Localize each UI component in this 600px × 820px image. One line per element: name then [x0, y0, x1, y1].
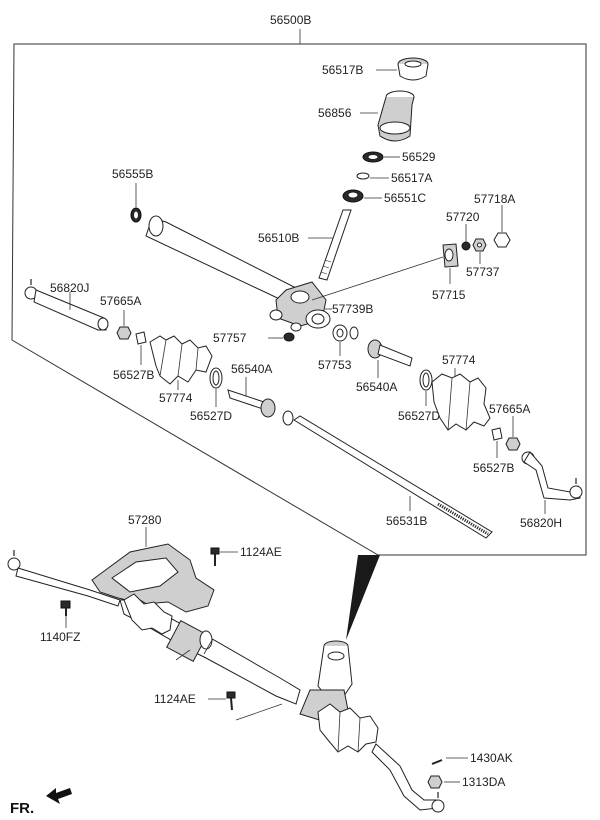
label-57715: 57715	[432, 288, 466, 302]
part-56529	[362, 151, 384, 163]
part-57737	[472, 238, 487, 252]
label-57665A-left: 57665A	[100, 294, 141, 308]
label-56517B: 56517B	[322, 63, 363, 77]
label-1430AK: 1430AK	[470, 751, 513, 765]
part-56540A-right	[367, 339, 413, 367]
label-57753: 57753	[318, 358, 352, 372]
part-56527B-right	[491, 427, 503, 441]
label-56540A-top: 56540A	[231, 362, 272, 376]
front-label: FR.	[10, 800, 34, 817]
part-1124AE-top	[210, 547, 220, 566]
part-57753	[332, 324, 359, 342]
label-56820H: 56820H	[520, 516, 562, 530]
pointer-wedge	[346, 555, 380, 640]
part-57774-left	[149, 335, 213, 385]
assembly-boundary	[11, 29, 587, 556]
part-57280	[91, 543, 215, 613]
part-57774-right	[431, 373, 491, 431]
rack-housing	[145, 215, 331, 332]
label-56555B: 56555B	[112, 167, 153, 181]
assembled-boot-right	[317, 703, 379, 753]
part-1140FZ	[60, 600, 71, 616]
label-56551C: 56551C	[384, 191, 426, 205]
part-57715	[442, 243, 459, 268]
label-56540A-bottom: 56540A	[356, 380, 397, 394]
label-56531B: 56531B	[386, 514, 427, 528]
part-1313DA	[427, 775, 443, 789]
part-56540A-left	[227, 389, 294, 426]
part-57665A-right	[505, 437, 521, 451]
label-57774-right: 57774	[442, 353, 476, 367]
label-57665A-right: 57665A	[489, 402, 530, 416]
part-56820H	[521, 451, 583, 501]
part-56856	[377, 90, 415, 142]
assembled-tie-rod-right	[371, 743, 445, 813]
part-57757	[283, 332, 295, 342]
part-56527B-left	[135, 331, 147, 345]
assembled-rack-housing	[119, 593, 301, 705]
part-57720	[461, 241, 471, 251]
label-56856: 56856	[318, 106, 352, 120]
label-57774-left: 57774	[159, 391, 193, 405]
label-56820J: 56820J	[50, 281, 89, 295]
assembled-tie-rod-left	[7, 550, 121, 607]
part-56517B	[397, 57, 429, 81]
label-56517A: 56517A	[391, 171, 432, 185]
label-57739B: 57739B	[332, 302, 373, 316]
label-56527D-right: 56527D	[398, 409, 440, 423]
label-57720: 57720	[446, 210, 480, 224]
assembly-label: 56500B	[270, 13, 311, 27]
label-56510B: 56510B	[258, 231, 299, 245]
label-57718A: 57718A	[474, 192, 515, 206]
label-1124AE-top: 1124AE	[240, 545, 282, 559]
label-56527B-left: 56527B	[113, 368, 154, 382]
part-1430AK	[431, 759, 443, 765]
label-1313DA: 1313DA	[462, 775, 505, 789]
label-57737: 57737	[466, 265, 500, 279]
arrow-icon	[46, 788, 72, 804]
part-56555B	[130, 207, 142, 223]
part-56551C	[342, 189, 364, 203]
part-56510B	[318, 209, 352, 281]
part-56527D-right	[419, 369, 433, 391]
label-1140FZ: 1140FZ	[40, 630, 80, 644]
label-56529: 56529	[402, 150, 436, 164]
part-57665A-left	[116, 326, 132, 340]
part-57718A	[493, 232, 511, 248]
label-56527B-right: 56527B	[473, 461, 514, 475]
label-57757: 57757	[213, 331, 247, 345]
part-1124AE-bottom	[226, 691, 236, 711]
label-56527D-left: 56527D	[190, 409, 232, 423]
part-56527D-left	[209, 367, 223, 389]
label-1124AE-bottom: 1124AE	[154, 692, 196, 706]
label-57280: 57280	[128, 513, 162, 527]
part-56517A	[356, 172, 370, 180]
part-56531B	[293, 415, 493, 539]
